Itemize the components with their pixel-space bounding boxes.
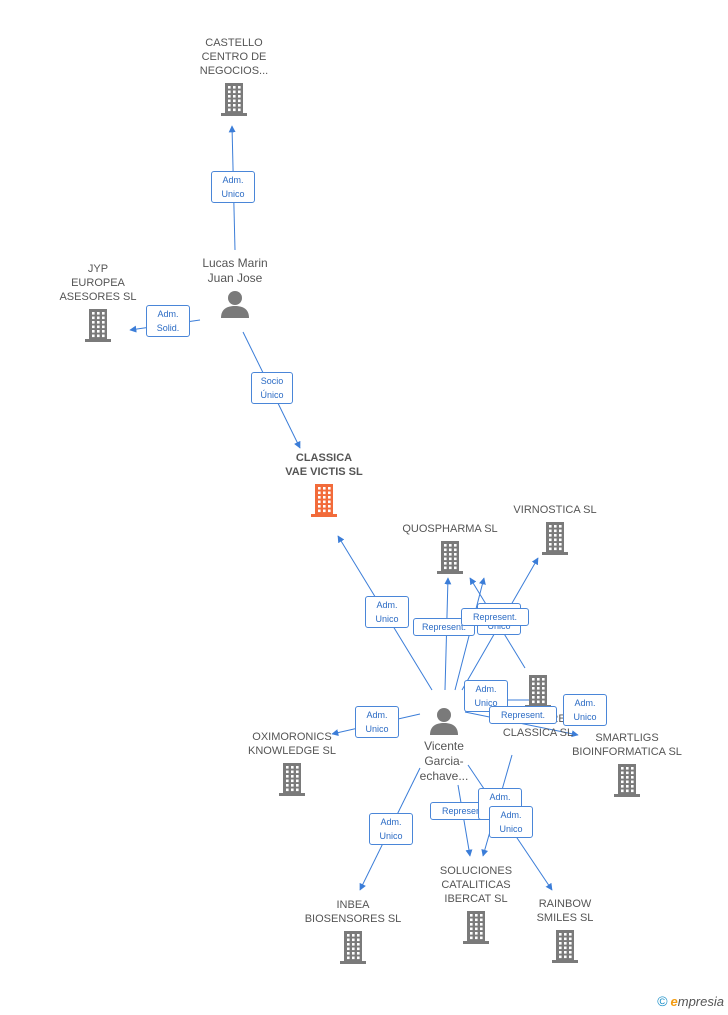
- person-icon[interactable]: [220, 290, 250, 322]
- node-inbea[interactable]: INBEA BIOSENSORES SL: [283, 898, 423, 968]
- building-icon[interactable]: [277, 762, 307, 800]
- edge-label: Adm. Unico: [563, 694, 607, 726]
- building-icon[interactable]: [83, 308, 113, 346]
- building-icon[interactable]: [338, 930, 368, 968]
- node-label[interactable]: SOLUCIONES CATALITICAS IBERCAT SL: [439, 865, 513, 905]
- edge-label: Represent.: [461, 608, 529, 626]
- node-classica[interactable]: CLASSICA VAE VICTIS SL: [254, 451, 394, 521]
- edge-label: Adm. Unico: [489, 806, 533, 838]
- node-label[interactable]: VIRNOSTICA SL: [513, 504, 597, 516]
- edge-label: Represent.: [413, 618, 475, 636]
- node-label[interactable]: CLASSICA VAE VICTIS SL: [285, 452, 363, 478]
- edge-label: Adm. Solid.: [146, 305, 190, 337]
- node-label[interactable]: Vicente Garcia- echave...: [419, 739, 469, 783]
- edge-label: Adm. Unico: [369, 813, 413, 845]
- building-icon[interactable]: [309, 483, 339, 521]
- node-castello[interactable]: CASTELLO CENTRO DE NEGOCIOS...: [164, 36, 304, 120]
- node-jyp[interactable]: JYP EUROPEA ASESORES SL: [28, 262, 168, 346]
- node-label[interactable]: QUOSPHARMA SL: [402, 523, 498, 535]
- building-icon[interactable]: [461, 910, 491, 948]
- node-smartligs[interactable]: SMARTLIGS BIOINFORMATICA SL: [557, 731, 697, 801]
- node-vicente[interactable]: Vicente Garcia- echave...: [374, 703, 514, 784]
- copyright-icon: ©: [657, 993, 668, 1009]
- building-icon[interactable]: [612, 763, 642, 801]
- node-label[interactable]: OXIMORONICS KNOWLEDGE SL: [247, 731, 337, 757]
- node-soluciones[interactable]: SOLUCIONES CATALITICAS IBERCAT SL: [406, 864, 546, 948]
- footer-brand: © empresia: [657, 993, 724, 1009]
- node-label[interactable]: INBEA BIOSENSORES SL: [304, 899, 402, 925]
- edge-label: Adm. Unico: [464, 680, 508, 712]
- building-icon[interactable]: [219, 82, 249, 120]
- person-icon[interactable]: [429, 707, 459, 739]
- edge-label: Adm. Unico: [211, 171, 255, 203]
- edge-label: Adm. Unico: [355, 706, 399, 738]
- building-icon[interactable]: [540, 521, 570, 559]
- node-rainbow[interactable]: RAINBOW SMILES SL: [495, 897, 635, 967]
- node-label[interactable]: SMARTLIGS BIOINFORMATICA SL: [572, 732, 682, 758]
- node-virnostica[interactable]: VIRNOSTICA SL: [485, 503, 625, 559]
- node-quospharma[interactable]: QUOSPHARMA SL: [380, 522, 520, 578]
- edge-label: Socio Único: [251, 372, 293, 404]
- edge-label: Represent.: [489, 706, 557, 724]
- node-label[interactable]: CASTELLO CENTRO DE NEGOCIOS...: [199, 37, 269, 77]
- building-icon[interactable]: [435, 540, 465, 578]
- building-icon[interactable]: [550, 929, 580, 967]
- node-oximoronics[interactable]: OXIMORONICS KNOWLEDGE SL: [222, 730, 362, 800]
- edge-label: Adm. Unico: [365, 596, 409, 628]
- node-lucas[interactable]: Lucas Marin Juan Jose: [165, 256, 305, 322]
- node-label[interactable]: Lucas Marin Juan Jose: [202, 256, 268, 285]
- empresia-logo: empresia: [670, 993, 724, 1009]
- node-label[interactable]: RAINBOW SMILES SL: [536, 898, 594, 924]
- node-label[interactable]: JYP EUROPEA ASESORES SL: [59, 263, 137, 303]
- edge-line: [457, 784, 473, 857]
